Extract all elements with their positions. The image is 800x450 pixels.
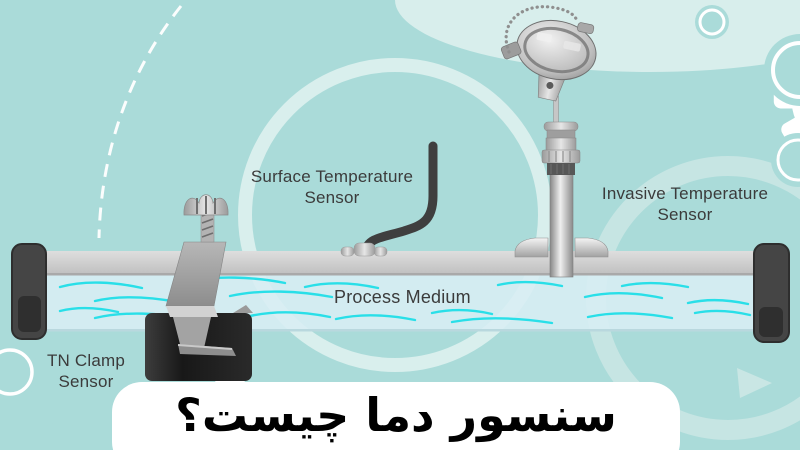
gear-ring: [238, 58, 552, 372]
label-clamp-sensor: TN Clamp Sensor: [46, 351, 126, 392]
label-surface-sensor: Surface Temperature Sensor: [250, 167, 414, 208]
flange-dome: [574, 237, 609, 258]
sensor-pad: [353, 242, 376, 257]
head-screw: [577, 22, 595, 34]
clamp-sensor-icon: [145, 194, 253, 381]
sensor-cable: [361, 141, 438, 256]
page-title: سنسور دما چیست؟: [175, 388, 617, 442]
collar-fitting: [541, 149, 581, 164]
dashed-arc-icon: [97, 5, 183, 239]
decor-arrow: [737, 368, 772, 398]
white-gears: [0, 5, 800, 450]
surface-sensor-icon: [340, 141, 438, 257]
hex-fitting: [545, 137, 577, 152]
knurl-grip: [547, 163, 575, 175]
light-blob: [395, 0, 800, 72]
title-banner: سنسور دما چیست؟: [112, 382, 680, 450]
pipe-icon: [28, 251, 772, 276]
label-process-medium: Process Medium: [334, 287, 471, 307]
flange-dome: [514, 237, 549, 258]
connection-head: [516, 19, 597, 102]
cap-chain: [504, 5, 579, 54]
probe-tube: [549, 173, 574, 278]
label-invasive-sensor: Invasive Temperature Sensor: [601, 184, 769, 225]
pipe-surface: [28, 251, 772, 275]
invasive-sensor-icon: [500, 5, 609, 278]
pipe-end-caps: [11, 243, 790, 343]
